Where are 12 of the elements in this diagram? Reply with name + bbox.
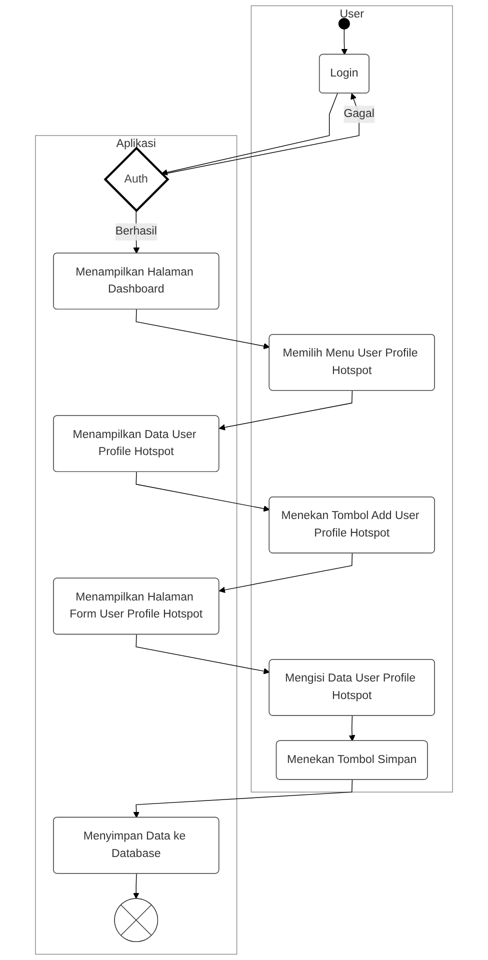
arrow bbox=[341, 28, 348, 55]
arrow bbox=[136, 634, 270, 674]
arrow bbox=[132, 873, 140, 899]
edge-label: Berhasil bbox=[115, 225, 157, 238]
arrow bbox=[218, 552, 353, 593]
arrow bbox=[136, 472, 270, 512]
arrow bbox=[218, 390, 353, 430]
node-circle bbox=[338, 18, 350, 30]
edge-label: Gagal bbox=[344, 108, 374, 120]
arrow bbox=[133, 780, 353, 818]
arrow bbox=[136, 309, 270, 350]
arrow bbox=[348, 716, 356, 742]
